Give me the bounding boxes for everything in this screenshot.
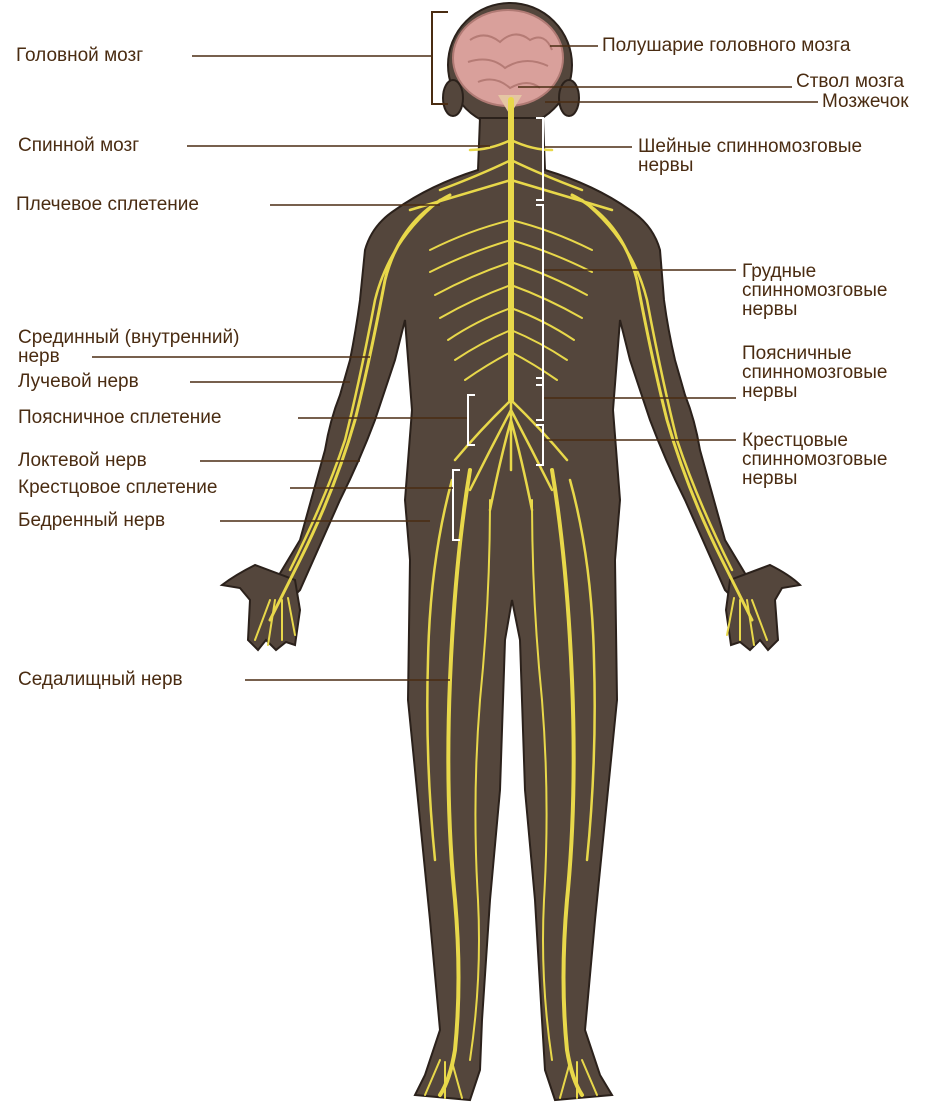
label-thoracic-nerves: Грудные спинномозговые нервы [742, 262, 887, 319]
label-brainstem: Ствол мозга [796, 72, 904, 91]
label-spinal-cord: Спинной мозг [18, 136, 139, 155]
label-sciatic-nerve: Седалищный нерв [18, 670, 183, 689]
label-brachial-plexus: Плечевое сплетение [16, 195, 199, 214]
label-cerebellum: Мозжечок [822, 92, 909, 111]
label-cerebral-hemisphere: Полушарие головного мозга [602, 36, 850, 55]
label-cervical-nerves: Шейные спинномозговые нервы [638, 137, 862, 175]
label-lumbar-nerves: Поясничные спинномозговые нервы [742, 344, 887, 401]
label-lumbar-plexus: Поясничное сплетение [18, 408, 221, 427]
label-radial-nerve: Лучевой нерв [18, 372, 139, 391]
label-femoral-nerve: Бедренный нерв [18, 511, 165, 530]
label-median-nerve: Срединный (внутренний) нерв [18, 328, 239, 366]
label-sacral-plexus: Крестцовое сплетение [18, 478, 217, 497]
label-sacral-nerves: Крестцовые спинномозговые нервы [742, 431, 887, 488]
label-ulnar-nerve: Локтевой нерв [18, 451, 147, 470]
label-brain: Головной мозг [16, 46, 143, 65]
